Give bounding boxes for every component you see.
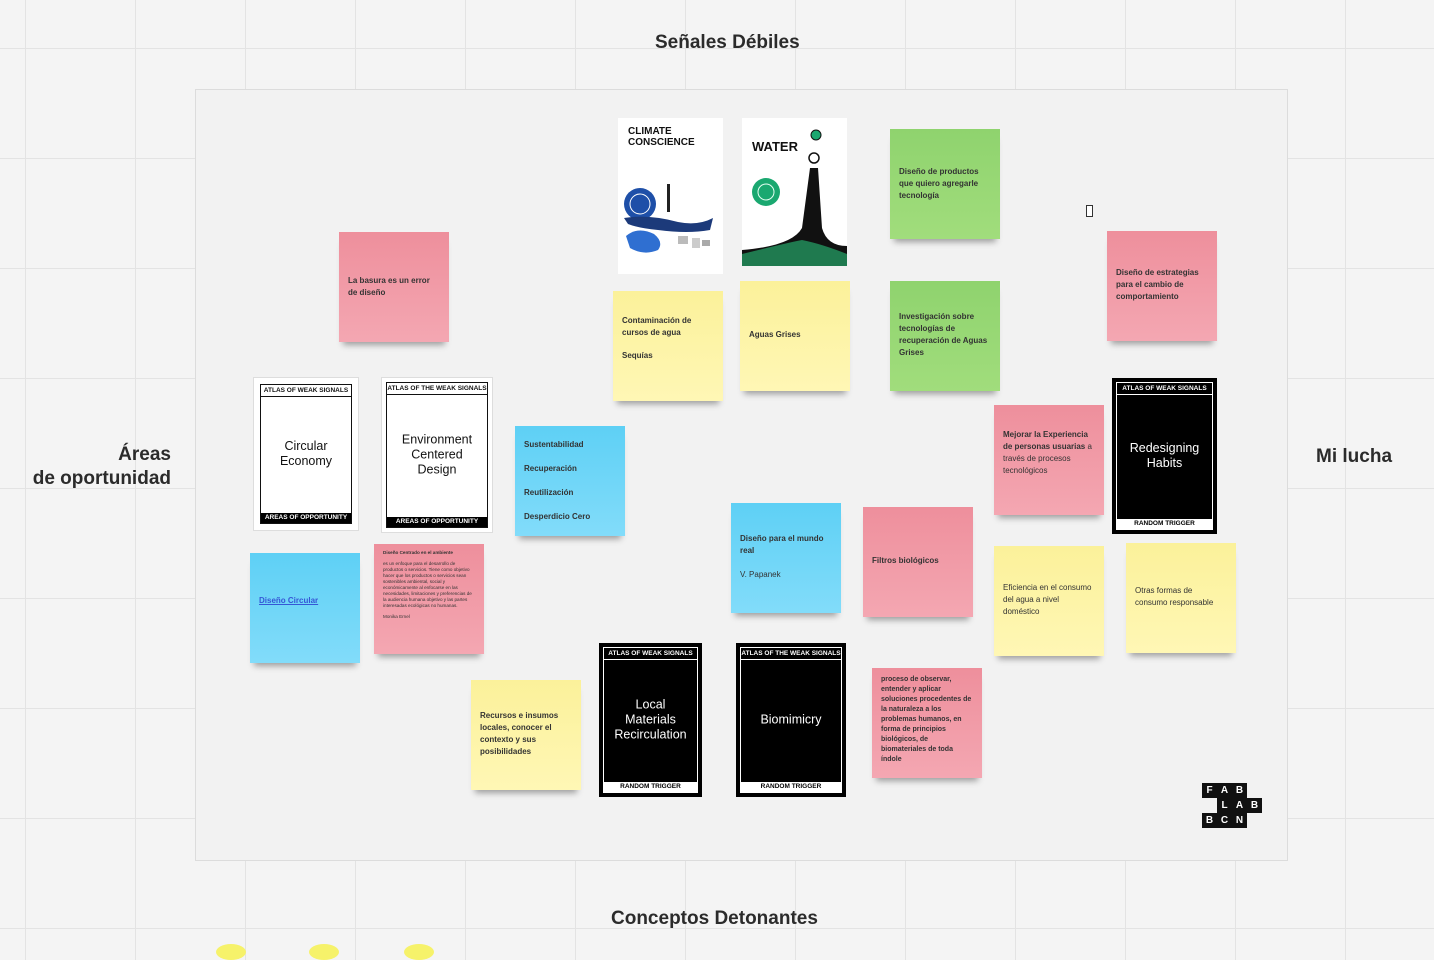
sticky-sust-item-4: Desperdicio Cero (524, 512, 591, 521)
sticky-mundo-real[interactable]: Diseño para el mundo real V. Papanek (731, 503, 841, 613)
sticky-sust-item-3: Reutilización (524, 488, 574, 497)
card-circular-title: Circular Economy (279, 439, 333, 468)
sticky-mejorar-experiencia[interactable]: Mejorar la Experiencia de personas usuar… (994, 405, 1104, 515)
heading-senales-debiles: Señales Débiles (655, 32, 800, 53)
fablab-bcn-logo: F A B L A B B C N (1202, 783, 1262, 829)
card-environment-title: Environment Centered Design (401, 432, 473, 477)
sticky-investigacion-text: Investigación sobre tecnologías de recup… (899, 312, 988, 357)
logo-letter: B (1202, 813, 1217, 828)
book-climate-title: CLIMATE CONSCIENCE (628, 126, 695, 148)
sticky-estrategias[interactable]: Diseño de estrategias para el cambio de … (1107, 231, 1217, 341)
sticky-mundo-real-text: Diseño para el mundo real (740, 534, 824, 555)
sticky-aguas-grises[interactable]: Aguas Grises (740, 281, 850, 391)
sticky-diseno-productos-text: Diseño de productos que quiero agregarle… (899, 167, 979, 200)
sticky-filtros-text: Filtros biológicos (872, 556, 939, 565)
sticky-sustentabilidad[interactable]: Sustentabilidad Recuperación Reutilizaci… (515, 426, 625, 536)
partial-sticky-shape[interactable] (404, 944, 434, 960)
card-circular-bottom: AREAS OF OPPORTUNITY (261, 513, 351, 523)
logo-letter: L (1217, 798, 1232, 813)
sticky-proceso-text: proceso de observar, entender y aplicar … (881, 676, 972, 763)
text-cursor-icon (1086, 205, 1093, 217)
card-environment-top: ATLAS OF THE WEAK SIGNALS (387, 383, 487, 395)
card-environment-bottom: AREAS OF OPPORTUNITY (387, 517, 487, 527)
logo-letter: C (1217, 813, 1232, 828)
sticky-sequias-text: Sequías (622, 351, 653, 360)
sticky-filtros[interactable]: Filtros biológicos (863, 507, 973, 617)
sticky-mejorar-bold: Mejorar la Experiencia de personas usuar… (1003, 430, 1088, 451)
sticky-basura-text: La basura es un error de diseño (348, 276, 430, 297)
book-climate-conscience[interactable]: CLIMATE CONSCIENCE (618, 118, 723, 274)
sticky-investigacion[interactable]: Investigación sobre tecnologías de recup… (890, 281, 1000, 391)
card-biomimicry[interactable]: ATLAS OF THE WEAK SIGNALS Biomimicry RAN… (736, 643, 846, 797)
sticky-eficiencia-text: Eficiencia en el consumo del agua a nive… (1003, 583, 1092, 616)
sticky-estrategias-text: Diseño de estrategias para el cambio de … (1116, 268, 1199, 301)
sticky-diseno-productos[interactable]: Diseño de productos que quiero agregarle… (890, 129, 1000, 239)
sticky-recursos-text: Recursos e insumos locales, conocer el c… (480, 711, 559, 756)
card-environment-centered[interactable]: ATLAS OF THE WEAK SIGNALS Environment Ce… (381, 377, 493, 533)
partial-sticky-shape[interactable] (216, 944, 246, 960)
heading-areas-oportunidad: Áreas de oportunidad (20, 443, 171, 491)
sticky-basura[interactable]: La basura es un error de diseño (339, 232, 449, 342)
card-redesigning-bottom: RANDOM TRIGGER (1117, 519, 1212, 529)
logo-letter: B (1247, 798, 1262, 813)
sticky-papanek-text: V. Papanek (740, 570, 781, 579)
sticky-sust-item-1: Sustentabilidad (524, 440, 584, 449)
card-local-title: Local Materials Recirculation (614, 697, 687, 742)
sticky-sust-item-2: Recuperación (524, 464, 577, 473)
book-water[interactable]: WATER (742, 118, 847, 266)
sticky-eficiencia[interactable]: Eficiencia en el consumo del agua a nive… (994, 546, 1104, 656)
climate-cover-illustration-icon (624, 184, 713, 253)
card-local-materials[interactable]: ATLAS OF WEAK SIGNALS Local Materials Re… (599, 643, 702, 797)
card-local-bottom: RANDOM TRIGGER (604, 782, 697, 792)
diseno-circular-link[interactable]: Diseño Circular (259, 596, 319, 605)
book-water-title: WATER (752, 139, 798, 154)
sticky-recursos[interactable]: Recursos e insumos locales, conocer el c… (471, 680, 581, 790)
card-biomimicry-bottom: RANDOM TRIGGER (741, 782, 841, 792)
heading-areas-line2: de oportunidad (32, 468, 171, 489)
sticky-centrado-body: es un enfoque para el desarrollo de prod… (383, 561, 472, 608)
card-biomimicry-top: ATLAS OF THE WEAK SIGNALS (741, 648, 841, 660)
heading-conceptos-detonantes: Conceptos Detonantes (611, 908, 818, 929)
logo-letter: A (1217, 783, 1232, 798)
sticky-proceso[interactable]: proceso de observar, entender y aplicar … (872, 668, 982, 778)
heading-areas-line1: Áreas (118, 444, 171, 465)
sticky-diseno-circular[interactable]: Diseño Circular (250, 553, 360, 663)
heading-mi-lucha: Mi lucha (1316, 446, 1393, 467)
sticky-otras-formas[interactable]: Otras formas de consumo responsable (1126, 543, 1236, 653)
sticky-contaminacion[interactable]: Contaminación de cursos de agua Sequías (613, 291, 723, 401)
card-local-top: ATLAS OF WEAK SIGNALS (604, 648, 697, 660)
logo-letter: A (1232, 798, 1247, 813)
logo-letter: F (1202, 783, 1217, 798)
sticky-diseno-centrado[interactable]: Diseño Centrado en el ambiente es un enf… (374, 544, 484, 654)
sticky-centrado-author: Monika Ernel (383, 614, 410, 619)
sticky-mejorar-rest: a través de procesos tecnológicos (1003, 442, 1092, 475)
card-biomimicry-title: Biomimicry (760, 712, 822, 727)
card-redesigning-title: Redesigning Habits (1129, 441, 1200, 470)
card-redesigning-top: ATLAS OF WEAK SIGNALS (1117, 383, 1212, 395)
card-circular-top: ATLAS OF WEAK SIGNALS (261, 385, 351, 397)
water-cover-illustration-icon (742, 129, 847, 266)
card-redesigning-habits[interactable]: ATLAS OF WEAK SIGNALS Redesigning Habits… (1112, 378, 1217, 534)
sticky-contaminacion-text: Contaminación de cursos de agua (622, 316, 692, 337)
card-circular-economy[interactable]: ATLAS OF WEAK SIGNALS Circular Economy A… (253, 377, 359, 531)
sticky-otras-formas-text: Otras formas de consumo responsable (1135, 586, 1214, 607)
sticky-centrado-title: Diseño Centrado en el ambiente (383, 550, 453, 555)
logo-letter: N (1232, 813, 1247, 828)
sticky-aguas-grises-text: Aguas Grises (749, 330, 801, 339)
partial-sticky-shape[interactable] (309, 944, 339, 960)
logo-letter: B (1232, 783, 1247, 798)
